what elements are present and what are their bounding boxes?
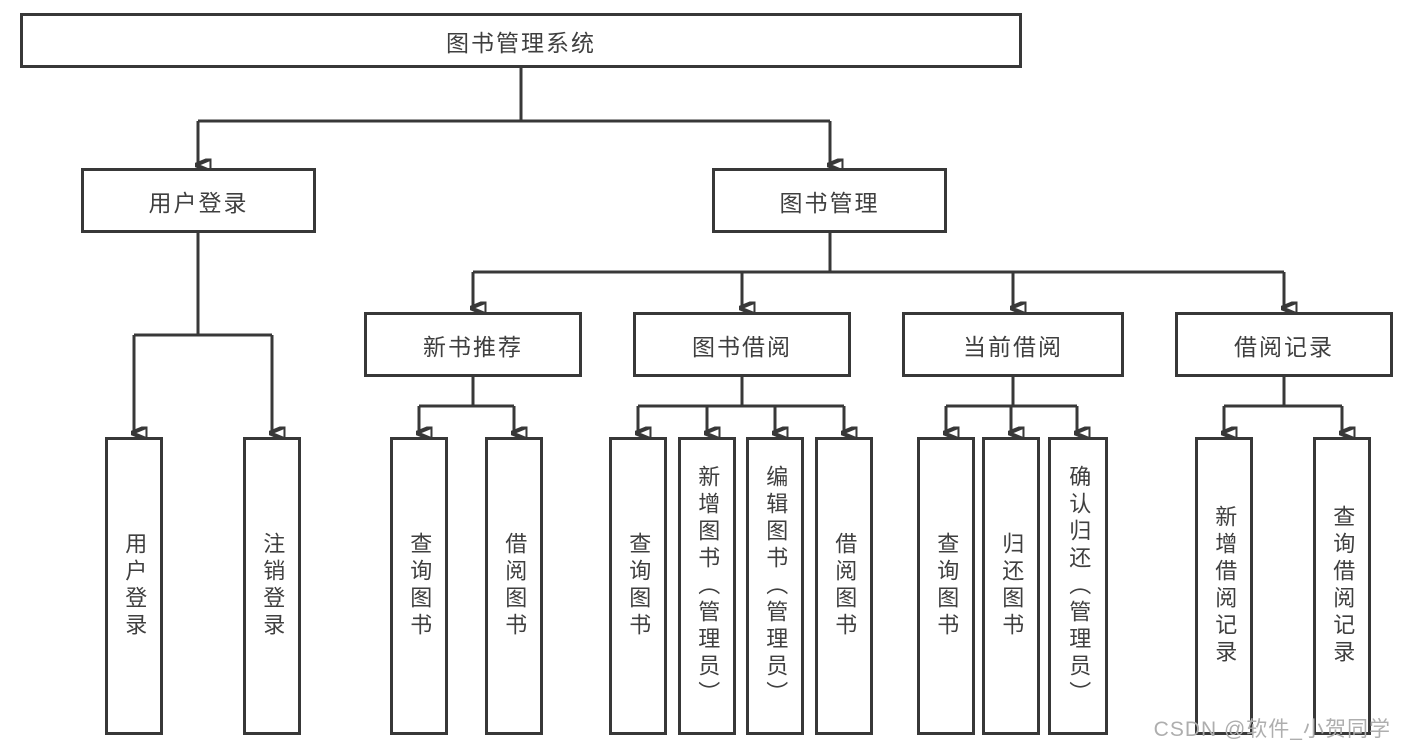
connector-book-mgmt-level3 (473, 233, 1284, 308)
leaf-query-books-recommend: 查询图书 (390, 437, 448, 735)
leaf-query-books-borrow: 查询图书 (609, 437, 667, 735)
leaf-label: 查询图书 (626, 532, 652, 640)
leaf-edit-books-admin: 编辑图书（管理员） (746, 437, 804, 735)
connector-root-level2 (198, 68, 830, 165)
node-user-login: 用户登录 (81, 168, 316, 233)
leaf-logout: 注销登录 (243, 437, 301, 735)
leaf-label: 查询图书 (407, 532, 433, 640)
leaf-label: 编辑图书（管理员） (763, 464, 789, 708)
leaf-query-borrow-record: 查询借阅记录 (1313, 437, 1371, 735)
leaf-label: 新增图书（管理员） (695, 464, 721, 708)
connector-borrow-records-leaves (1224, 377, 1342, 433)
leaf-label: 借阅图书 (832, 532, 858, 640)
leaf-label: 用户登录 (122, 532, 148, 640)
leaf-label: 注销登录 (260, 532, 286, 640)
leaf-label: 归还图书 (999, 532, 1025, 640)
leaf-label: 确认归还（管理员） (1066, 464, 1092, 708)
leaf-label: 查询借阅记录 (1330, 505, 1356, 667)
node-borrow-records: 借阅记录 (1175, 312, 1393, 377)
leaf-return-books: 归还图书 (982, 437, 1040, 735)
csdn-watermark: CSDN @软件_小贺同学 (1153, 718, 1391, 741)
connector-current-borrow-leaves (946, 377, 1077, 433)
connector-user-login-leaves (134, 233, 272, 433)
node-new-book-recommend: 新书推荐 (364, 312, 582, 377)
node-root-library-system: 图书管理系统 (20, 13, 1022, 68)
leaf-add-books-admin: 新增图书（管理员） (678, 437, 736, 735)
leaf-label: 查询图书 (934, 532, 960, 640)
leaf-label: 新增借阅记录 (1212, 505, 1238, 667)
leaf-label: 借阅图书 (502, 532, 528, 640)
leaf-query-books-current: 查询图书 (917, 437, 975, 735)
leaf-add-borrow-record: 新增借阅记录 (1195, 437, 1253, 735)
node-current-borrow: 当前借阅 (902, 312, 1124, 377)
leaf-borrow-books-recommend: 借阅图书 (485, 437, 543, 735)
node-book-borrow: 图书借阅 (633, 312, 851, 377)
connector-book-borrow-leaves (638, 377, 844, 433)
node-book-management: 图书管理 (712, 168, 947, 233)
leaf-borrow-books: 借阅图书 (815, 437, 873, 735)
leaf-confirm-return-admin: 确认归还（管理员） (1048, 437, 1108, 735)
leaf-user-login: 用户登录 (105, 437, 163, 735)
connector-new-books-leaves (419, 377, 514, 433)
